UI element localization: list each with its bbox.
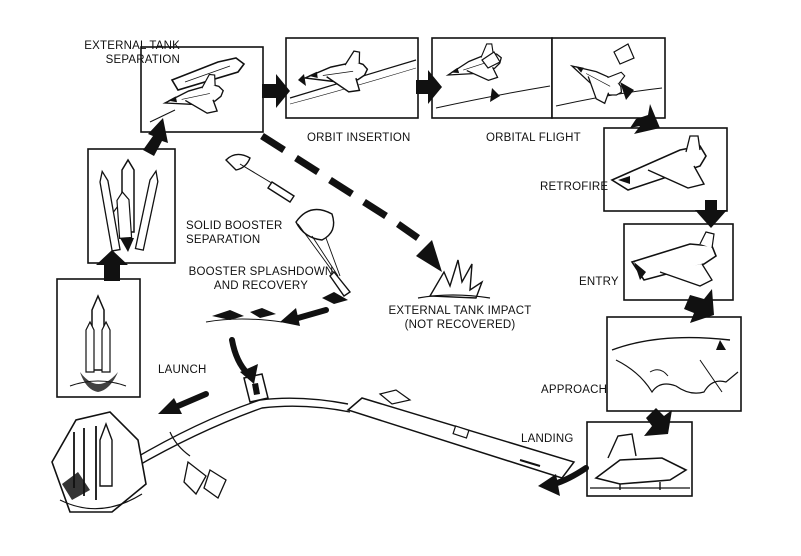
label-sbs-line1: SOLID BOOSTER (186, 220, 283, 232)
label-launch: LAUNCH (158, 364, 207, 376)
approach-map (611, 336, 739, 394)
label-booster-splashdown: BOOSTER SPLASHDOWN AND RECOVERY (186, 265, 336, 293)
launch-illustration (69, 294, 127, 392)
orbit-insertion-illustration (289, 48, 417, 105)
entry-illustration (630, 231, 717, 287)
label-external-tank-separation: EXTERNAL TANK SEPARATION (72, 39, 180, 67)
parachute-large (295, 208, 352, 297)
booster-sep-illustration (97, 158, 161, 252)
label-eti-line2: (NOT RECOVERED) (404, 319, 516, 331)
label-landing: LANDING (521, 433, 574, 445)
sequence-arrows (96, 70, 727, 496)
label-external-tank-impact: EXTERNAL TANK IMPACT (NOT RECOVERED) (386, 304, 534, 332)
label-bsd-line1: BOOSTER SPLASHDOWN (188, 266, 334, 278)
landing-illustration (590, 433, 690, 490)
label-ets-line1: EXTERNAL TANK (84, 40, 180, 52)
retrofire-illustration (610, 135, 707, 191)
panel-approach (606, 316, 742, 412)
orbital-flight-illustration-1 (435, 40, 551, 109)
label-entry: ENTRY (579, 276, 619, 288)
ground-facilities (51, 373, 576, 513)
label-orbit-insertion: ORBIT INSERTION (307, 132, 411, 144)
label-sbs-line2: SEPARATION (186, 234, 261, 246)
label-bsd-line2: AND RECOVERY (213, 280, 309, 292)
label-orbital-flight: ORBITAL FLIGHT (486, 132, 581, 144)
label-solid-booster-separation: SOLID BOOSTER SEPARATION (186, 219, 283, 247)
label-approach: APPROACH (541, 384, 608, 396)
ets-illustration (149, 57, 246, 123)
recovery-ships (205, 292, 348, 323)
label-retrofire: RETROFIRE (540, 181, 609, 193)
tank-impact-splash (417, 259, 491, 299)
label-ets-line2: SEPARATION (105, 54, 180, 66)
orbital-flight-illustration-2 (555, 43, 663, 109)
label-eti-line1: EXTERNAL TANK IMPACT (388, 305, 532, 317)
parachute-small (225, 153, 295, 203)
